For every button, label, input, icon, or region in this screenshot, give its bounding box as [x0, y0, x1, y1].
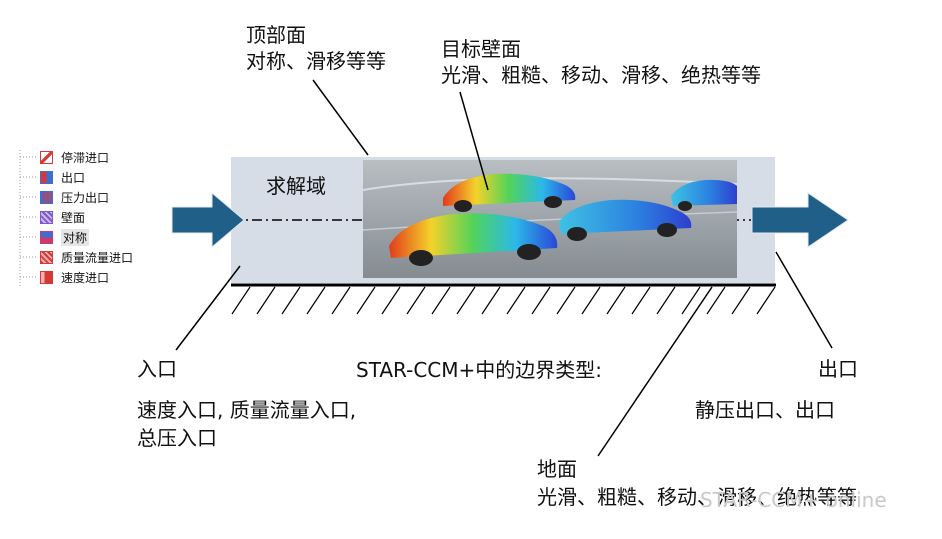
- tree-lines: [19, 150, 38, 286]
- target-wall-title: 目标壁面: [441, 37, 521, 61]
- car-contour-graphic: [363, 160, 737, 278]
- car-2: [559, 199, 692, 241]
- top-leader-line: [312, 79, 369, 156]
- car-1: [389, 213, 558, 266]
- inlet-desc-line1: 速度入口, 质量流量入口,: [137, 398, 357, 422]
- boundary-type-legend: 停滞进口 出口 压力出口 壁面 对称 质量流量进口 速度进口: [10, 146, 170, 296]
- car-4: [671, 179, 737, 211]
- mass-flow-inlet-icon: [40, 250, 53, 264]
- legend-item-velocity-inlet[interactable]: 速度进口: [40, 268, 109, 286]
- outlet-icon: [40, 170, 53, 184]
- outlet-arrow-icon: [751, 192, 849, 248]
- watermark-text: STAR-CCM+ online: [700, 488, 887, 512]
- inlet-leader-line: [175, 265, 241, 351]
- legend-item-label: 对称: [61, 228, 90, 246]
- cfd-car-simulation-image: [363, 160, 737, 278]
- legend-item-label: 停滞进口: [61, 150, 110, 165]
- inlet-desc-line2: 总压入口: [137, 426, 217, 450]
- ground-title: 地面: [537, 457, 577, 481]
- legend-item-symmetry[interactable]: 对称: [40, 228, 90, 246]
- inlet-title: 入口: [137, 357, 177, 381]
- legend-item-label: 压力出口: [61, 190, 110, 205]
- legend-item-label: 出口: [61, 170, 86, 185]
- legend-item-label: 壁面: [61, 210, 86, 225]
- ground-hatch: [231, 286, 776, 315]
- boundary-types-heading: STAR-CCM+中的边界类型:: [356, 358, 603, 382]
- car-3: [443, 173, 576, 212]
- legend-item-outlet[interactable]: 出口: [40, 168, 85, 186]
- legend-item-stagnation-inlet[interactable]: 停滞进口: [40, 148, 109, 166]
- stagnation-inlet-icon: [40, 150, 53, 164]
- inlet-arrow-icon: [171, 191, 245, 249]
- legend-item-wall[interactable]: 壁面: [40, 208, 85, 226]
- symmetry-icon: [40, 230, 53, 244]
- legend-item-mass-flow-inlet[interactable]: 质量流量进口: [40, 248, 133, 266]
- ground-desc: 光滑、粗糙、移动、滑移、绝热等等: [537, 485, 857, 509]
- pressure-outlet-icon: [40, 190, 53, 204]
- velocity-inlet-icon: [40, 270, 53, 284]
- legend-item-label: 质量流量进口: [61, 250, 134, 265]
- target-leader-line: [459, 91, 489, 191]
- legend-item-label: 速度进口: [61, 270, 110, 285]
- top-face-desc: 对称、滑移等等: [246, 49, 386, 73]
- wall-icon: [40, 210, 53, 224]
- ground-leader-line: [597, 286, 713, 457]
- solution-domain-label: 求解域: [266, 174, 326, 198]
- outlet-leader-line: [775, 251, 833, 349]
- top-face-title: 顶部面: [246, 23, 306, 47]
- outlet-desc: 静压出口、出口: [695, 398, 835, 422]
- target-wall-desc: 光滑、粗糙、移动、滑移、绝热等等: [441, 63, 761, 87]
- outlet-title: 出口: [818, 357, 858, 381]
- legend-item-pressure-outlet[interactable]: 压力出口: [40, 188, 109, 206]
